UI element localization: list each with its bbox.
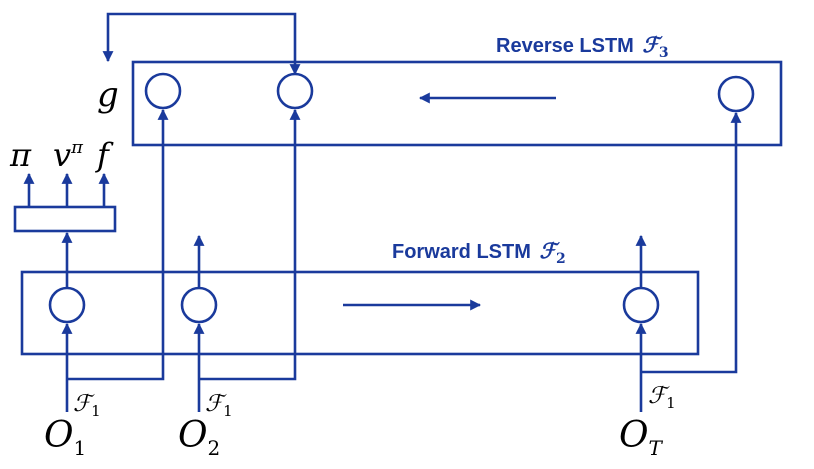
reverse-lstm-box xyxy=(131,60,783,147)
skip-t-arrow xyxy=(641,111,742,374)
input-label-t: OT xyxy=(619,415,664,460)
pi-label: π xyxy=(9,136,32,174)
input-label-1: O1 xyxy=(44,415,86,460)
forward-lstm-node-t xyxy=(622,286,660,324)
skip-2-arrow xyxy=(199,108,301,381)
g-label: g xyxy=(97,75,119,115)
f-label: f xyxy=(95,136,114,174)
output-head-box xyxy=(13,205,117,233)
reverse-lstm-node-1 xyxy=(144,72,182,110)
reverse-lstm-title: Reverse LSTM ℱ3 xyxy=(496,32,669,61)
forward-lstm-node-2 xyxy=(180,286,218,324)
forward-lstm-node-1 xyxy=(48,286,86,324)
encoder-label-t: ℱ1 xyxy=(648,383,676,412)
v-label: vπ xyxy=(53,136,84,174)
encoder-label-1: ℱ1 xyxy=(73,391,101,420)
reverse-lstm-node-2 xyxy=(276,72,314,110)
skip-1-arrow xyxy=(67,108,169,381)
reverse-lstm-node-t xyxy=(717,75,755,113)
encoder-label-2: ℱ1 xyxy=(205,391,233,420)
input-label-2: O2 xyxy=(178,415,220,460)
g-output-arrow xyxy=(102,12,301,76)
forward-lstm-box xyxy=(20,270,700,356)
forward-lstm-title: Forward LSTM ℱ2 xyxy=(392,238,566,267)
